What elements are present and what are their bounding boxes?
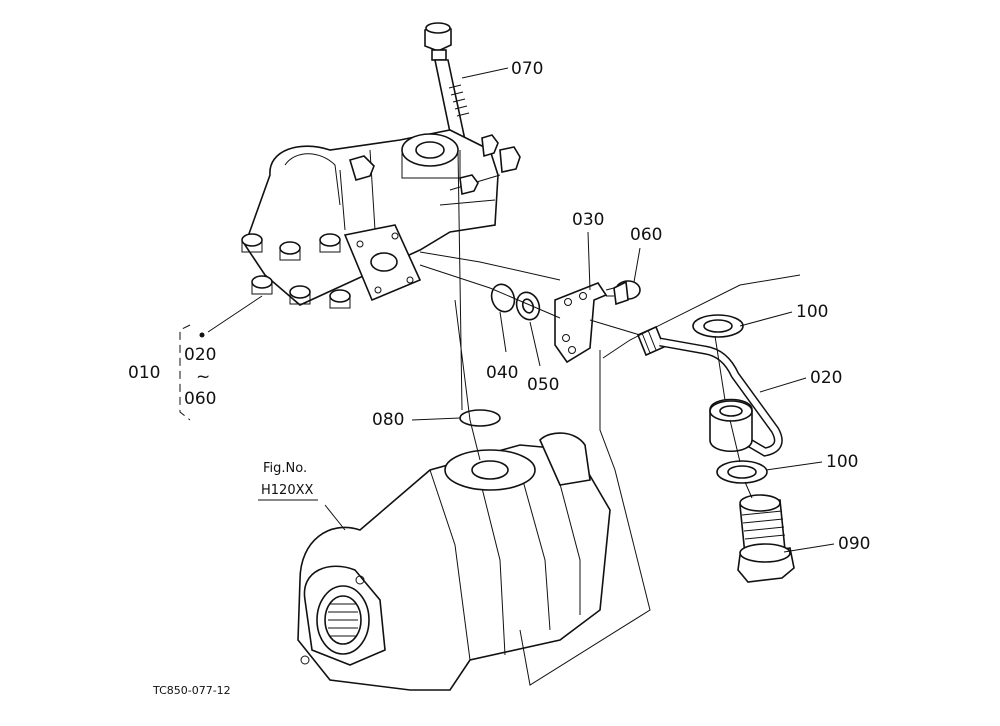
label-080: 080 — [372, 410, 404, 430]
label-070: 070 — [511, 59, 543, 79]
label-100-lower: 100 — [826, 452, 858, 472]
o-ring-080 — [459, 409, 501, 427]
drawing-code: TC850-077-12 — [152, 684, 231, 697]
label-100-upper: 100 — [796, 302, 828, 322]
hydraulic-pump — [297, 432, 611, 691]
washer-050 — [515, 291, 541, 321]
label-060-range-end: 060 — [184, 389, 216, 409]
label-010: 010 — [128, 363, 160, 383]
leader-dot — [199, 332, 205, 338]
banjo-bolt-090 — [737, 494, 795, 583]
assembly-lines — [419, 149, 801, 686]
bracket-030 — [554, 282, 608, 364]
bolt-070 — [424, 22, 470, 143]
pipe-020 — [636, 325, 783, 457]
fig-ref-line1: Fig.No. — [263, 461, 307, 476]
label-040: 040 — [486, 363, 518, 383]
label-090: 090 — [838, 534, 870, 554]
label-020-range-start: 020 — [184, 345, 216, 365]
group-bracket — [179, 324, 191, 421]
part-labels: 070 030 060 100 020 100 090 040 050 080 … — [128, 59, 870, 554]
label-020-pipe: 020 — [810, 368, 842, 388]
label-030: 030 — [572, 210, 604, 230]
label-range-tilde: ~ — [196, 367, 210, 387]
bolt-060 — [605, 280, 641, 306]
cap-bolts — [241, 233, 351, 309]
fig-ref-line2: H120XX — [261, 483, 313, 498]
washer-100-lower — [716, 460, 768, 484]
leader-lines — [207, 67, 835, 553]
washer-100-upper — [692, 314, 744, 338]
label-060: 060 — [630, 225, 662, 245]
figure-reference: Fig.No. H120XX — [258, 461, 318, 501]
valve-body — [241, 129, 521, 309]
label-050: 050 — [527, 375, 559, 395]
